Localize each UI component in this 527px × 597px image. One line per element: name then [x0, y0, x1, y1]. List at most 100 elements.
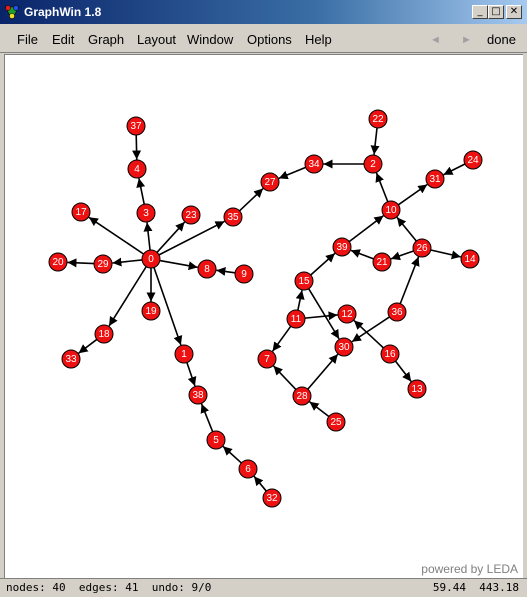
node-circle-19[interactable] [141, 301, 161, 321]
node-circle-27[interactable] [260, 172, 280, 192]
graph-node[interactable]: 29 [93, 254, 113, 274]
graph-node[interactable]: 6 [238, 459, 258, 479]
graph-edge[interactable] [78, 338, 98, 354]
graph-node[interactable]: 37 [126, 116, 146, 136]
graph-edge[interactable] [159, 259, 198, 271]
graph-edge[interactable] [158, 220, 225, 256]
node-circle-26[interactable] [412, 238, 432, 258]
node-circle-25[interactable] [326, 412, 346, 432]
edge-line-25-28[interactable] [309, 401, 330, 418]
edge-line-16-12[interactable] [353, 319, 384, 349]
graph-node[interactable]: 30 [334, 337, 354, 357]
graph-edge[interactable] [67, 258, 95, 268]
graph-edge[interactable] [253, 475, 267, 492]
graph-node[interactable]: 39 [332, 237, 352, 257]
edge-line-11-12[interactable] [304, 311, 338, 321]
graph-node[interactable]: 9 [234, 264, 254, 284]
node-circle-8[interactable] [197, 259, 217, 279]
graph-node[interactable]: 15 [294, 271, 314, 291]
graph-node[interactable]: 31 [425, 169, 445, 189]
edge-line-0-18[interactable] [108, 266, 147, 327]
node-circle-10[interactable] [381, 200, 401, 220]
edge-line-28-30[interactable] [307, 353, 339, 390]
edge-line-5-38[interactable] [200, 403, 214, 432]
forward-arrow-icon[interactable]: ► [461, 34, 472, 46]
graph-edge[interactable] [304, 311, 338, 321]
graph-edge[interactable] [399, 256, 420, 304]
edge-line-15-30[interactable] [307, 288, 340, 340]
edge-line-24-31[interactable] [443, 163, 466, 176]
edge-line-26-10[interactable] [396, 216, 417, 242]
graph-edge[interactable] [295, 290, 305, 311]
maximize-button[interactable]: □ [488, 5, 504, 19]
node-circle-0[interactable] [141, 249, 161, 269]
edge-line-26-21[interactable] [390, 250, 414, 261]
graph-edge[interactable] [186, 362, 197, 387]
done-button[interactable]: done [487, 32, 516, 47]
edge-line-34-27[interactable] [278, 166, 306, 180]
graph-edge[interactable] [310, 252, 336, 276]
edge-line-36-30[interactable] [351, 316, 390, 343]
graph-node[interactable]: 35 [223, 207, 243, 227]
edge-line-9-8[interactable] [216, 267, 236, 276]
graph-edge[interactable] [153, 267, 183, 346]
node-circle-33[interactable] [61, 349, 81, 369]
edge-line-28-7[interactable] [272, 365, 297, 391]
graph-edge[interactable] [396, 216, 417, 242]
edge-line-1-38[interactable] [186, 362, 197, 387]
graph-edge[interactable] [272, 365, 297, 391]
node-circle-22[interactable] [368, 109, 388, 129]
graph-edge[interactable] [309, 401, 330, 418]
graph-edge[interactable] [143, 222, 153, 251]
graph-edge[interactable] [238, 187, 264, 212]
node-circle-31[interactable] [425, 169, 445, 189]
edge-line-0-3[interactable] [143, 222, 153, 251]
graph-node[interactable]: 18 [94, 324, 114, 344]
graph-node[interactable]: 24 [463, 150, 483, 170]
graph-node[interactable]: 1 [174, 344, 194, 364]
edge-line-26-14[interactable] [430, 249, 461, 260]
menu-edit[interactable]: Edit [52, 32, 75, 47]
node-circle-30[interactable] [334, 337, 354, 357]
node-circle-1[interactable] [174, 344, 194, 364]
graph-node[interactable]: 4 [127, 159, 147, 179]
graph-edge[interactable] [307, 353, 339, 390]
edge-line-11-15[interactable] [295, 290, 305, 311]
graph-node[interactable]: 10 [381, 200, 401, 220]
close-button[interactable]: ✕ [506, 5, 522, 19]
edge-line-37-4[interactable] [132, 134, 142, 160]
node-circle-13[interactable] [407, 379, 427, 399]
graph-edge[interactable] [156, 221, 186, 253]
graph-edge[interactable] [443, 163, 466, 176]
edge-line-0-29[interactable] [112, 257, 143, 267]
graph-node[interactable]: 5 [206, 430, 226, 450]
graph-edge[interactable] [350, 249, 374, 260]
node-circle-34[interactable] [304, 154, 324, 174]
graph-edge[interactable] [370, 127, 380, 155]
graph-edge[interactable] [112, 257, 143, 267]
graph-edge[interactable] [216, 267, 236, 276]
node-circle-14[interactable] [460, 249, 480, 269]
graph-node[interactable]: 27 [260, 172, 280, 192]
graph-node[interactable]: 38 [188, 385, 208, 405]
graph-node[interactable]: 3 [136, 203, 156, 223]
graph-edge[interactable] [394, 360, 412, 382]
menu-help[interactable]: Help [305, 32, 332, 47]
graph-node[interactable]: 17 [71, 202, 91, 222]
edge-line-32-6[interactable] [253, 475, 267, 492]
graph-edge[interactable] [430, 249, 461, 260]
node-circle-38[interactable] [188, 385, 208, 405]
node-circle-28[interactable] [292, 386, 312, 406]
graph-edge[interactable] [390, 250, 414, 261]
node-circle-39[interactable] [332, 237, 352, 257]
node-circle-24[interactable] [463, 150, 483, 170]
edge-line-10-2[interactable] [375, 172, 389, 202]
node-circle-5[interactable] [206, 430, 226, 450]
node-circle-16[interactable] [380, 344, 400, 364]
edge-line-3-4[interactable] [136, 178, 146, 205]
graph-edge[interactable] [351, 316, 390, 343]
graph-edge[interactable] [88, 216, 144, 255]
edge-line-21-39[interactable] [350, 249, 374, 260]
node-circle-11[interactable] [286, 309, 306, 329]
